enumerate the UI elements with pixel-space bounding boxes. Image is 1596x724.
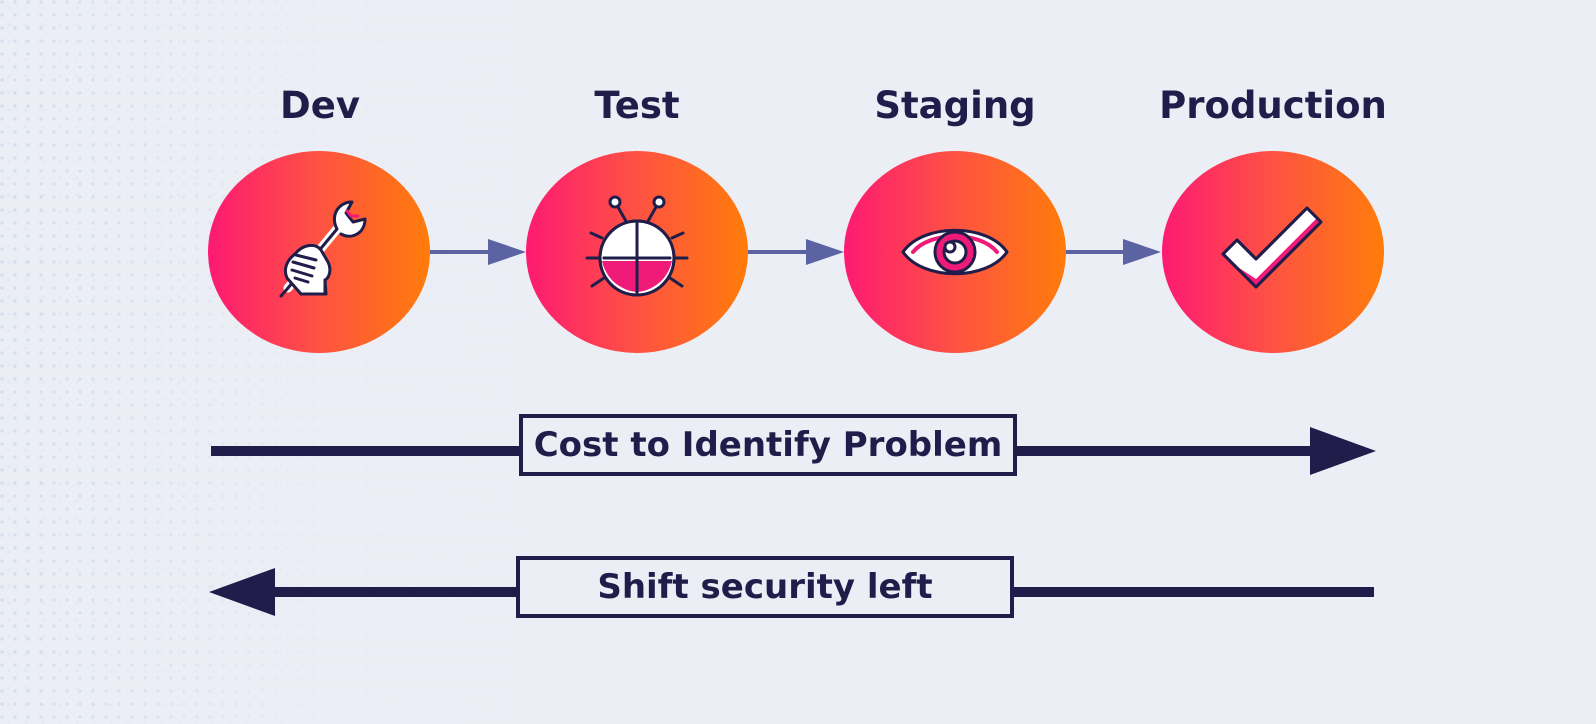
- stage-label-test: Test: [594, 84, 680, 127]
- flow-arrow-staging-production: [1065, 239, 1161, 265]
- stage-label-dev: Dev: [280, 84, 360, 127]
- stage-node-test: [526, 151, 748, 353]
- eye-icon: [901, 228, 1009, 276]
- wrench-hand-icon: [279, 200, 367, 298]
- flow-arrow-dev-test: [430, 239, 526, 265]
- stage-node-staging: [844, 151, 1066, 353]
- cost-to-identify-problem-label: Cost to Identify Problem: [519, 414, 1017, 476]
- stage-label-staging: Staging: [874, 84, 1036, 127]
- shift-security-left-label: Shift security left: [516, 556, 1014, 618]
- checkmark-icon: [1221, 206, 1323, 289]
- flow-arrow-test-staging: [748, 239, 844, 265]
- stage-node-dev: [208, 151, 430, 353]
- stage-label-production: Production: [1159, 84, 1387, 127]
- stage-node-production: [1162, 151, 1384, 353]
- bug-icon: [585, 195, 689, 297]
